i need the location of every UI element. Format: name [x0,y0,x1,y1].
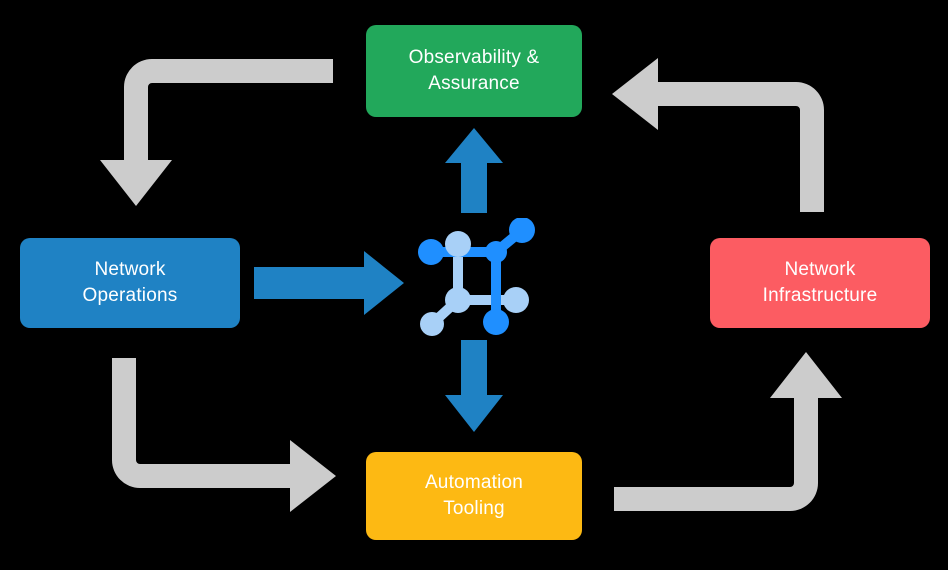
topology-node-mid-right [503,287,529,313]
topology-node-center [485,241,507,263]
topology-node-bottom [483,309,509,335]
connector-infrastructure-to-observability [612,58,824,212]
topology-node-mid-left [445,287,471,313]
connector-observability-to-operations [100,59,333,206]
node-box-observability[interactable]: Observability & Assurance [366,25,582,117]
connector-automation-to-infrastructure [614,352,842,511]
node-box-automation-tooling[interactable]: Automation Tooling [366,452,582,540]
topology-node-left [418,239,444,265]
topology-nodes-light [420,231,529,336]
node-box-network-operations[interactable]: Network Operations [20,238,240,328]
network-topology-icon [418,218,535,336]
node-box-network-infrastructure[interactable]: Network Infrastructure [710,238,930,328]
topology-node-bottom-left [420,312,444,336]
connector-center-to-observability [445,128,503,213]
topology-node-top-left [445,231,471,257]
topology-nodes-dark [418,218,535,335]
connector-operations-to-automation [112,358,336,512]
connector-center-to-automation [445,340,503,432]
topology-node-top-right [509,218,535,243]
connector-ops-to-center [254,251,404,315]
